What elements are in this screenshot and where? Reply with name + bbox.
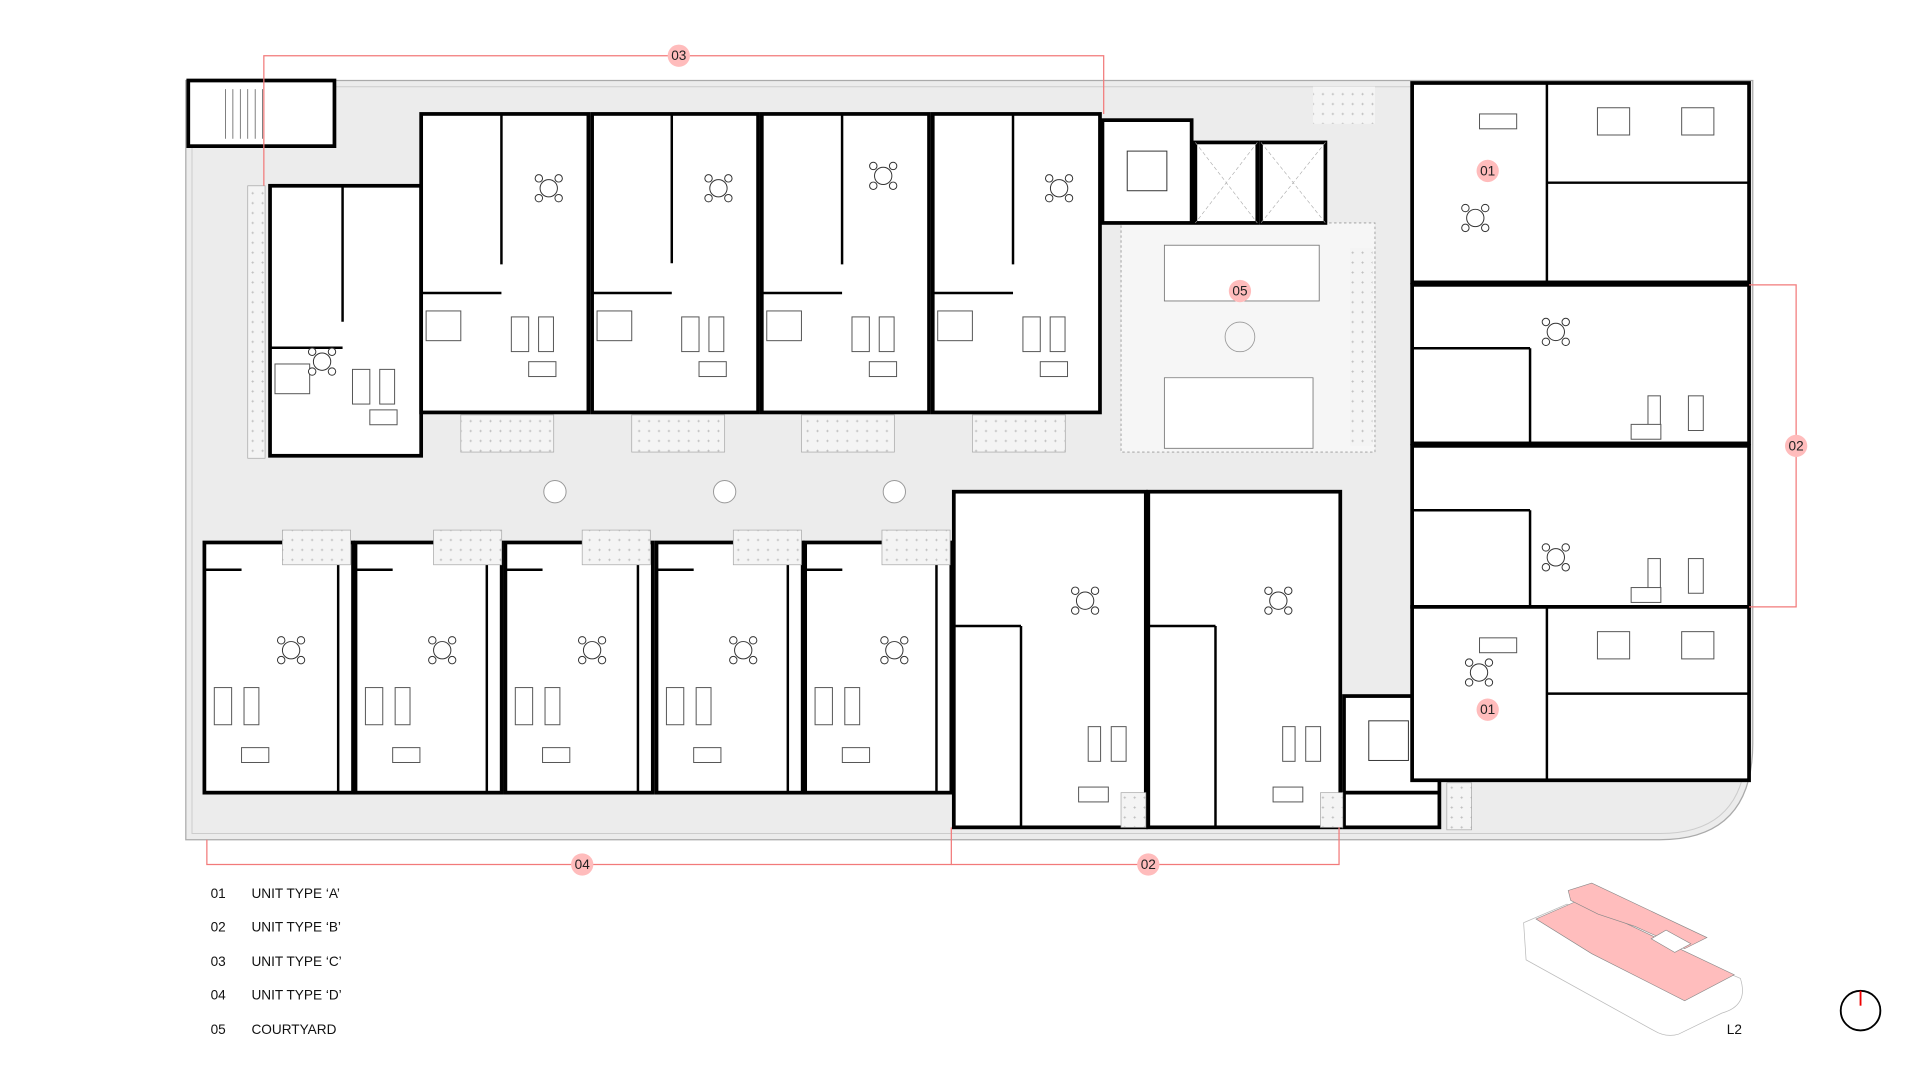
north-arrow-icon bbox=[1839, 989, 1882, 1032]
svg-text:02: 02 bbox=[1789, 438, 1804, 453]
key-plan-massing: L2 bbox=[1523, 882, 1743, 1037]
unit-type-c bbox=[419, 112, 591, 415]
unit-type-d bbox=[803, 540, 954, 795]
svg-text:UNIT TYPE ‘B’: UNIT TYPE ‘B’ bbox=[251, 919, 341, 934]
svg-text:04: 04 bbox=[211, 987, 227, 1002]
svg-text:UNIT TYPE ‘A’: UNIT TYPE ‘A’ bbox=[251, 886, 339, 901]
planter bbox=[460, 414, 555, 453]
courtyard bbox=[1120, 86, 1376, 453]
svg-text:05: 05 bbox=[1232, 284, 1247, 299]
legend-item: 02 UNIT TYPE ‘B’ bbox=[211, 919, 341, 934]
marker-05: 05 bbox=[1228, 279, 1252, 303]
svg-text:01: 01 bbox=[211, 886, 226, 901]
svg-text:03: 03 bbox=[671, 48, 686, 63]
unit-type-c bbox=[930, 112, 1102, 415]
planter bbox=[801, 414, 895, 453]
svg-text:02: 02 bbox=[1141, 857, 1156, 872]
svg-text:01: 01 bbox=[1480, 163, 1495, 178]
group-line-02-bottom bbox=[951, 827, 1340, 866]
svg-text:UNIT TYPE ‘D’: UNIT TYPE ‘D’ bbox=[251, 987, 341, 1002]
legend-item: 05 COURTYARD bbox=[211, 1022, 337, 1037]
planter bbox=[881, 529, 951, 566]
svg-text:03: 03 bbox=[211, 954, 226, 969]
stair-core-top-left bbox=[186, 78, 337, 149]
marker-02-right: 02 bbox=[1784, 434, 1808, 458]
planter bbox=[1446, 782, 1472, 831]
planter bbox=[1120, 792, 1147, 828]
marker-04: 04 bbox=[571, 853, 594, 876]
unit-type-b bbox=[1410, 444, 1751, 609]
marker-03: 03 bbox=[667, 44, 690, 67]
svg-text:01: 01 bbox=[1480, 702, 1495, 717]
unit-type-a bbox=[1410, 605, 1751, 783]
unit-type-b bbox=[1146, 489, 1343, 830]
svg-text:04: 04 bbox=[575, 857, 591, 872]
planter bbox=[433, 529, 503, 566]
planter bbox=[631, 414, 726, 453]
marker-02-bottom: 02 bbox=[1137, 853, 1160, 876]
units bbox=[202, 81, 1751, 831]
unit-type-c bbox=[590, 112, 760, 415]
planter bbox=[282, 529, 351, 566]
legend-item: 01 UNIT TYPE ‘A’ bbox=[211, 886, 340, 901]
marker-01-top: 01 bbox=[1476, 159, 1499, 183]
unit-type-d bbox=[202, 540, 355, 795]
legend-item: 04 UNIT TYPE ‘D’ bbox=[211, 987, 342, 1002]
svg-text:02: 02 bbox=[211, 919, 226, 934]
unit-type-c bbox=[268, 183, 424, 458]
planter bbox=[732, 529, 802, 566]
svg-text:05: 05 bbox=[211, 1022, 226, 1037]
planter bbox=[1320, 792, 1344, 828]
unit-type-b bbox=[1410, 283, 1751, 446]
legend-item: 03 UNIT TYPE ‘C’ bbox=[211, 954, 342, 969]
planter bbox=[581, 529, 651, 566]
unit-type-d bbox=[654, 540, 805, 795]
planter bbox=[247, 185, 266, 459]
unit-type-d bbox=[503, 540, 655, 795]
planter bbox=[972, 414, 1066, 453]
unit-type-c bbox=[759, 112, 931, 415]
columns bbox=[543, 480, 906, 504]
key-plan-level: L2 bbox=[1727, 1022, 1742, 1037]
svg-text:UNIT TYPE ‘C’: UNIT TYPE ‘C’ bbox=[251, 954, 341, 969]
stair-core-top bbox=[1100, 118, 1194, 225]
marker-01-bottom: 01 bbox=[1476, 698, 1499, 721]
unit-type-a bbox=[1410, 81, 1751, 285]
unit-type-d bbox=[353, 540, 504, 795]
unit-type-b bbox=[951, 489, 1148, 830]
elevators bbox=[1193, 140, 1328, 225]
svg-text:COURTYARD: COURTYARD bbox=[251, 1022, 336, 1037]
